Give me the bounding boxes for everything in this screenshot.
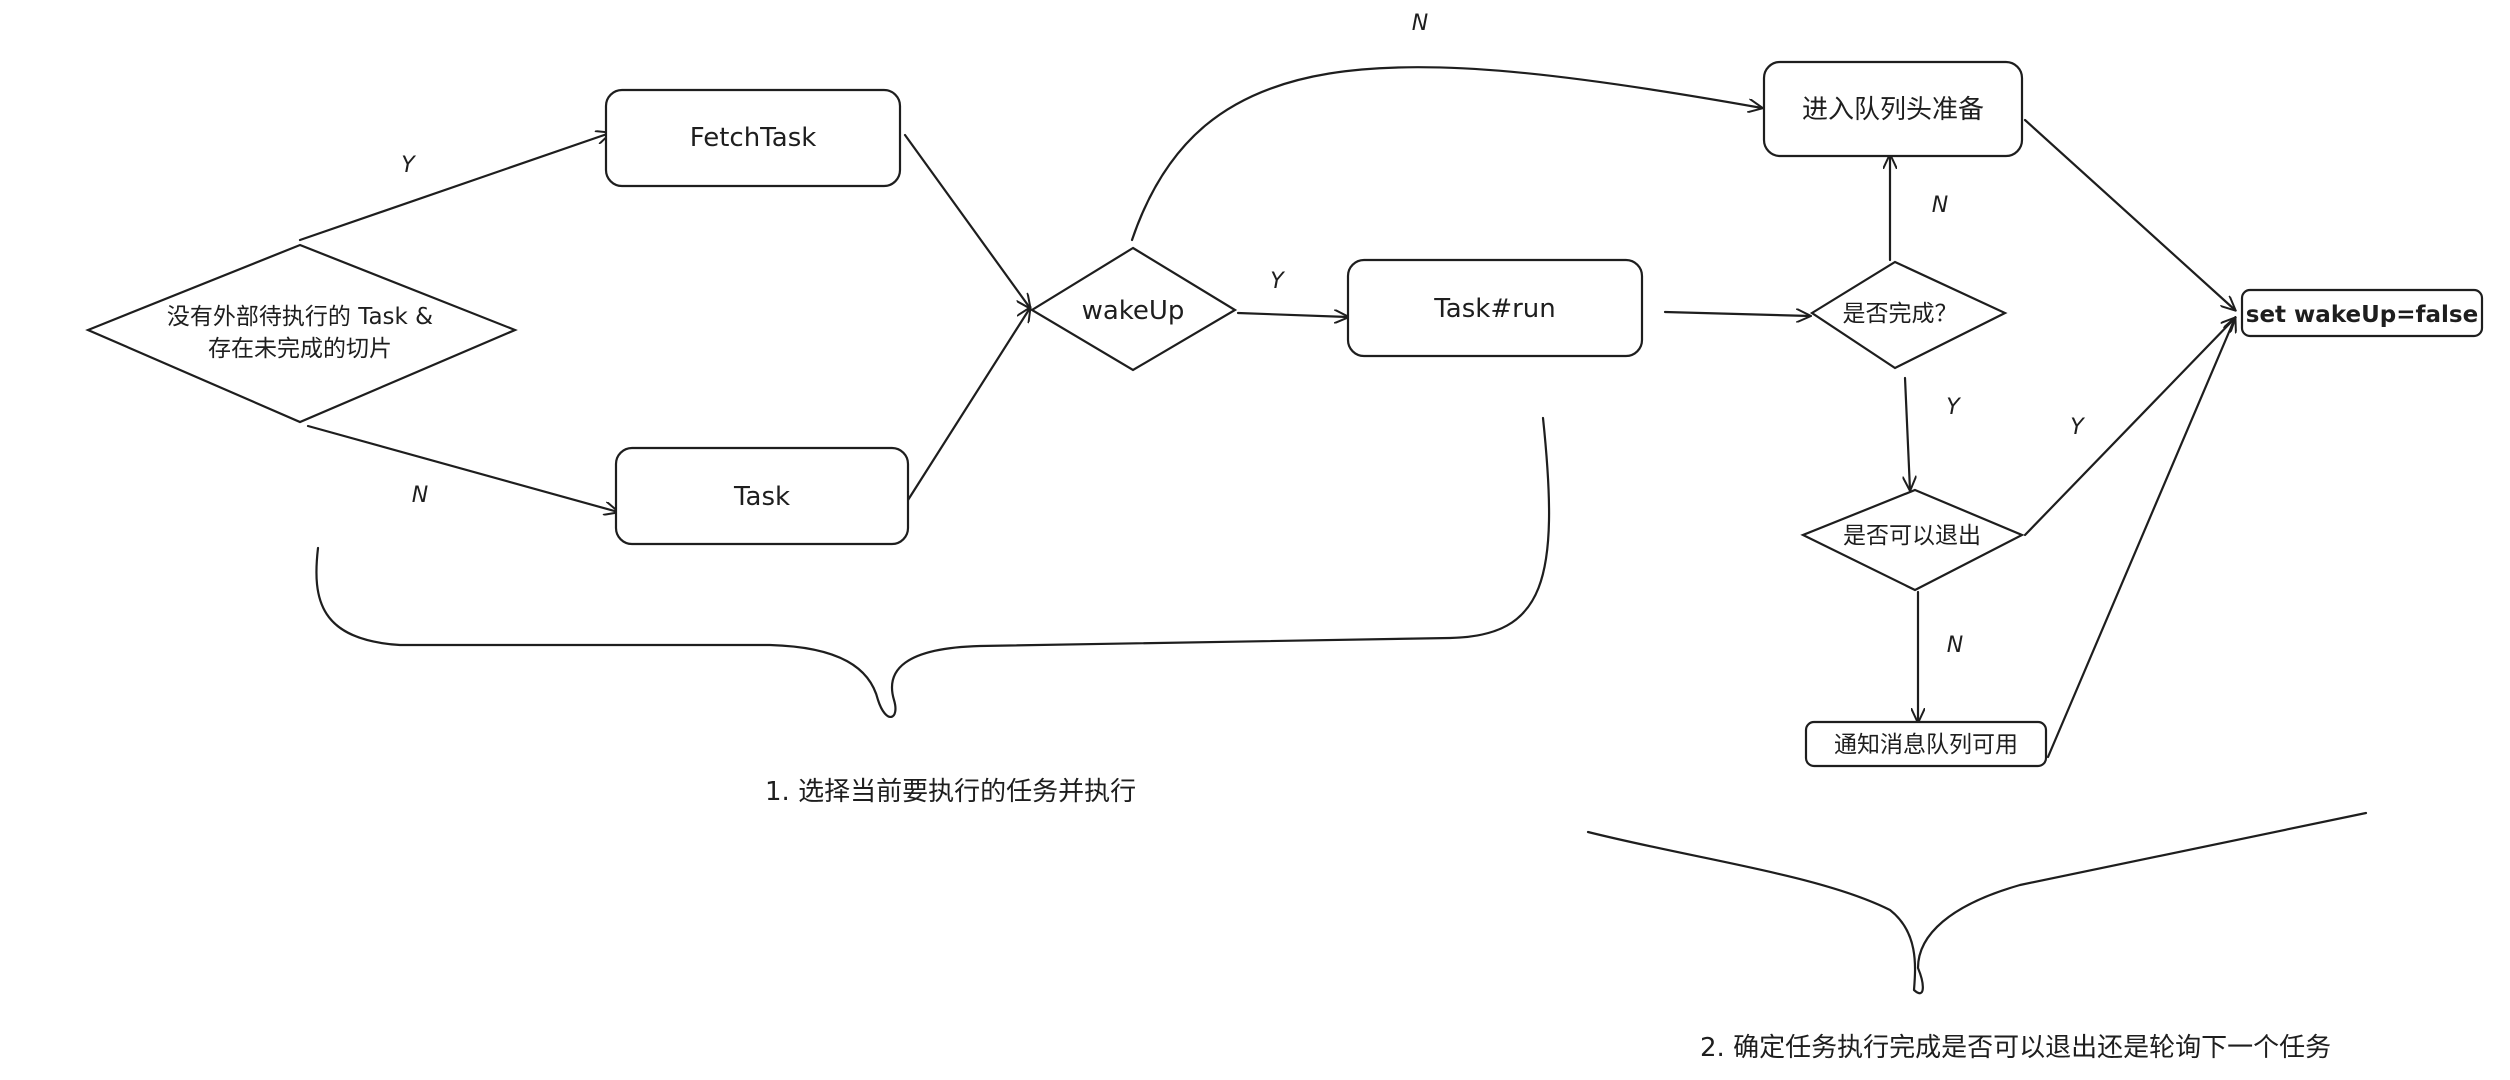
enter-queue-label: 进入队列头准备	[1802, 95, 1984, 125]
edge-cond-to-fetch	[298, 133, 610, 242]
process-task: Task	[614, 446, 910, 546]
decision-wake-up: wakeUp	[1029, 246, 1238, 372]
edge-run-to-complete	[1663, 312, 1810, 316]
process-set-wakeup: set wakeUp=false	[2240, 288, 2484, 338]
is-complete-label: 是否完成？	[1843, 301, 1958, 327]
edge-wakeup-to-queue	[1130, 66, 1762, 242]
decision-can-exit: 是否可以退出	[1800, 488, 2025, 592]
label-wakeup-run-y: Y	[1270, 269, 1285, 294]
edge-wakeup-to-run	[1236, 313, 1348, 317]
wake-up-label: wakeUp	[1082, 296, 1185, 326]
label-cond-task-n: N	[412, 483, 428, 508]
label-exit-set-y: Y	[2070, 415, 2085, 440]
edge-cond-to-task	[306, 424, 618, 512]
brace-step2	[1586, 811, 2368, 995]
decision-is-complete: 是否完成？	[1809, 260, 2008, 370]
label-complete-queue-n: N	[1932, 193, 1948, 218]
fetch-task-label: FetchTask	[690, 123, 817, 153]
process-fetch-task: FetchTask	[604, 88, 902, 188]
brace-step1	[315, 416, 1551, 718]
edge-complete-to-exit	[1905, 376, 1910, 490]
condition-label-line1: 没有外部待执行的 Task &	[167, 304, 433, 330]
can-exit-label: 是否可以退出	[1843, 523, 1981, 549]
edge-fetch-to-wakeup	[903, 133, 1030, 308]
label-wakeup-queue-n: N	[1412, 11, 1428, 36]
edge-task-to-wakeup	[906, 308, 1030, 502]
edge-queue-to-set	[2023, 118, 2235, 310]
process-task-run: Task#run	[1346, 258, 1644, 358]
notify-queue-label: 通知消息队列可用	[1834, 732, 2018, 758]
caption-step2: 2. 确定任务执行完成是否可以退出还是轮询下一个任务	[1700, 1033, 2331, 1063]
edge-notify-to-set	[2046, 318, 2235, 759]
task-run-label: Task#run	[1433, 294, 1556, 324]
decision-condition: 没有外部待执行的 Task & 存在未完成的切片	[85, 243, 518, 424]
edge-exit-to-set	[2023, 318, 2235, 537]
label-complete-exit-y: Y	[1946, 395, 1961, 420]
label-exit-notify-n: N	[1947, 633, 1963, 658]
process-notify-queue: 通知消息队列可用	[1804, 720, 2048, 768]
condition-label-line2: 存在未完成的切片	[208, 336, 392, 362]
task-label: Task	[733, 482, 790, 512]
process-enter-queue: 进入队列头准备	[1762, 60, 2024, 158]
label-cond-fetch-y: Y	[401, 153, 416, 178]
caption-step1: 1. 选择当前要执行的任务并执行	[765, 777, 1136, 807]
set-wakeup-label: set wakeUp=false	[2246, 302, 2478, 328]
